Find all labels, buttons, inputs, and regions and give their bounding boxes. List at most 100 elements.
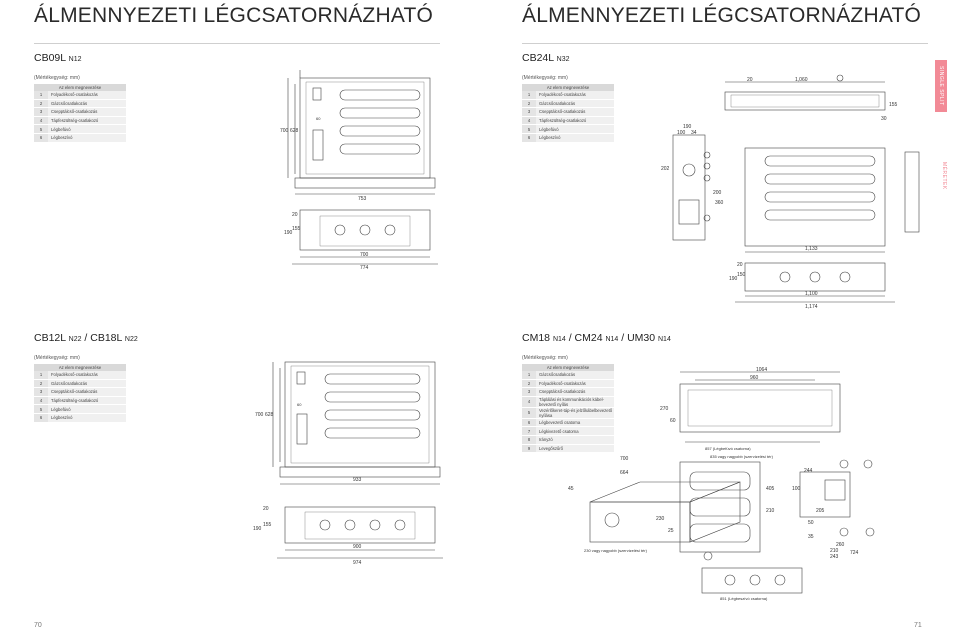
section-title-cb12: CB12L N22 / CB18L N22: [34, 332, 138, 344]
dim-label: 155: [292, 226, 301, 232]
fan-wheel: [394, 519, 406, 531]
legend-number: 2: [522, 99, 536, 109]
fan-wheel: [344, 519, 356, 531]
control-box: [678, 199, 700, 225]
legend-number: 8: [522, 435, 536, 445]
dim-label: 360: [715, 200, 724, 206]
front-view: [744, 147, 886, 247]
dim-label: 700: [360, 252, 369, 258]
callout-marker: [703, 162, 711, 170]
dim-label: 753: [358, 196, 367, 202]
fan-wheel: [359, 224, 371, 236]
legend-number: 5: [34, 404, 48, 414]
dim-label: 200: [713, 190, 722, 196]
dim-label: 20: [263, 506, 269, 512]
legend-label: Légbefúvó: [48, 404, 126, 414]
legend-label: Légbeszívó: [536, 133, 614, 143]
dim-label: 34: [691, 130, 697, 136]
outlet-slot: [339, 89, 421, 101]
legend-header: Az elem megnevezése: [34, 84, 126, 91]
side-view: [284, 506, 436, 544]
dim-label: 628: [290, 128, 299, 134]
model-suffix-3: N14: [658, 336, 671, 343]
legend-number: 5: [522, 124, 536, 134]
unit-inner-outline: [290, 365, 430, 464]
model-name: CB12L: [34, 332, 66, 344]
dim-label: 190: [284, 230, 293, 236]
dim-label: 205: [816, 508, 825, 514]
callout-marker: [703, 551, 713, 561]
callout-marker: [839, 459, 849, 469]
outlet-slot: [764, 155, 876, 167]
callout-marker: [703, 151, 711, 159]
unit-body-outline: [284, 361, 436, 468]
unit-label: (Mértékegység: mm): [34, 355, 80, 361]
legend-label: Tápfeszültség-csatlakozó: [48, 116, 126, 126]
section-title-cb09: CB09L N12: [34, 52, 81, 64]
dim-label: 190: [253, 526, 262, 532]
legend-label: Légbefúvó: [48, 124, 126, 134]
model-suffix-2: N14: [605, 336, 619, 343]
drawing-cb24: 1,060 20 155 30 190 100 34 1,133 1,100 1…: [661, 74, 920, 310]
legend-header: Az elem megnevezése: [34, 364, 126, 371]
legend-number: 4: [34, 396, 48, 406]
fan-wheel: [774, 574, 786, 586]
legend-label: Légbeszívó: [48, 413, 126, 423]
dim-label: 664: [620, 470, 629, 476]
side-view-left: [672, 134, 706, 241]
dim-label: 230 vagy nagyobb (szervizelési tér): [584, 548, 648, 553]
dim-label: 270: [660, 406, 669, 412]
unit-label: (Mértékegység: mm): [522, 75, 568, 81]
legend-label: Légbefúvó: [536, 124, 614, 134]
model-name: CM18: [522, 332, 551, 344]
bottom-view: [744, 262, 886, 292]
legend-label: Légbeszívó: [48, 133, 126, 143]
dim-label: 628: [265, 412, 274, 418]
legend-number: 3: [34, 387, 48, 397]
page-number-left: 70: [34, 622, 42, 629]
legend-number: 6: [34, 133, 48, 143]
top-view-inner: [730, 94, 880, 108]
legend-label: Gázcsőcsatlakozás: [48, 99, 126, 109]
title-rule-left: [34, 43, 440, 44]
dim-label: 155: [263, 522, 272, 528]
outlet-slot: [764, 191, 876, 203]
legend-label: Légkivezető csatorna: [536, 426, 614, 436]
fan-wheel: [779, 271, 791, 283]
model-suffix: N12: [68, 56, 82, 63]
legend-label: Légbevezető csatorna: [536, 418, 614, 428]
page-title-right: ÁLMENNYEZETI LÉGCSATORNÁZHATÓ: [522, 4, 922, 27]
legend-label: Gázcsőcsatlakozás: [536, 99, 614, 109]
dim-label: 1,060: [795, 77, 808, 83]
legend-number: 2: [522, 379, 536, 389]
legend-label: Csepptálcső-csatlakozás: [536, 387, 614, 397]
legend-label: Irányzó: [536, 435, 614, 445]
legend-header: Az elem megnevezése: [522, 364, 614, 371]
legend-number: 3: [522, 387, 536, 397]
callout-marker: [703, 214, 711, 222]
iso-top: [589, 481, 741, 503]
title-rule-right: [522, 43, 928, 44]
bottom-rail: [294, 177, 436, 189]
dim-label: 60: [297, 402, 302, 407]
dim-label: 100: [792, 486, 801, 492]
legend-label: Csepptálcső-csatlakozás: [536, 107, 614, 117]
dim-label: 20: [292, 212, 298, 218]
outlet-slot: [689, 523, 751, 543]
legend-number: 4: [34, 116, 48, 126]
dim-label: 60: [316, 116, 321, 121]
